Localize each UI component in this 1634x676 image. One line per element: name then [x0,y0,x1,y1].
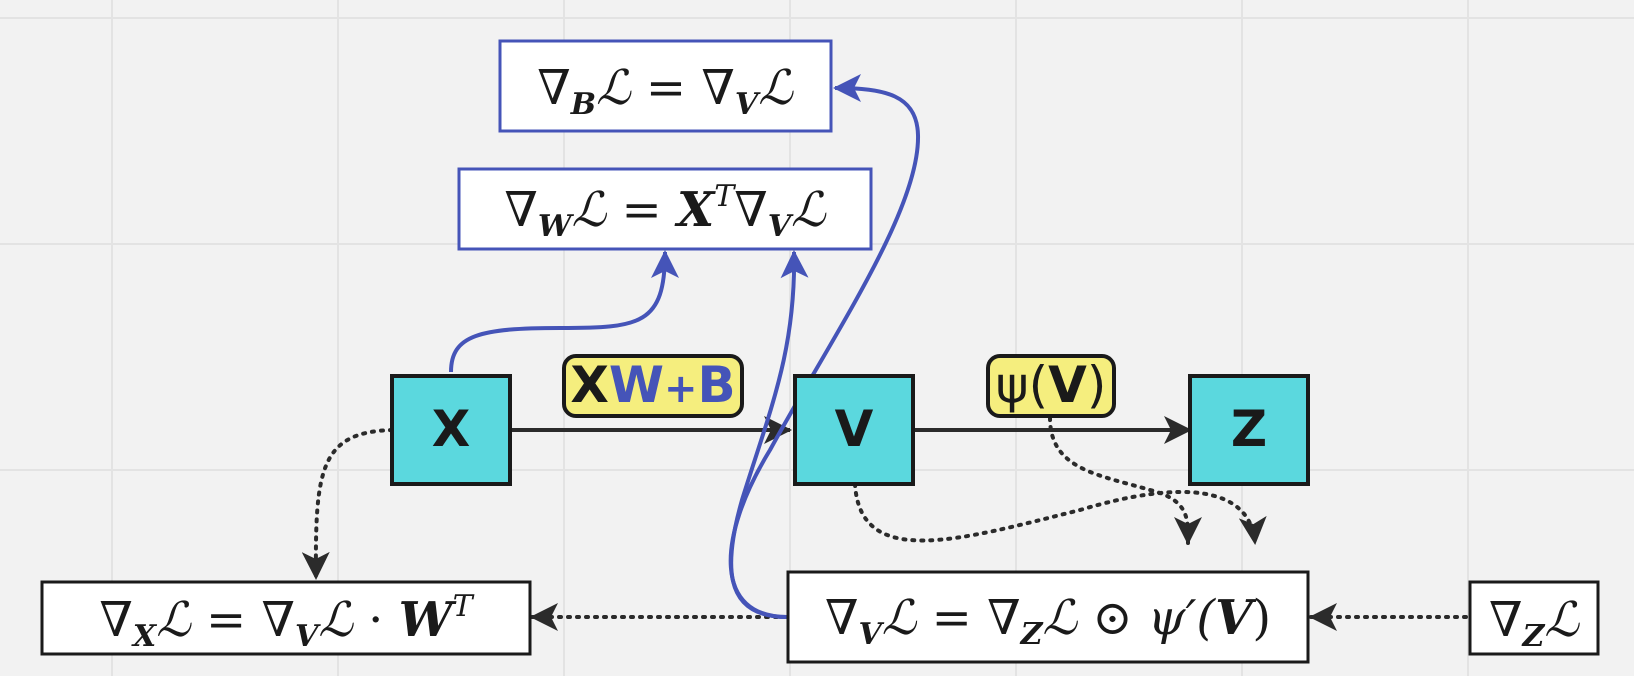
equation-grad-w: ∇Wℒ = XT∇Vℒ [457,167,873,251]
svg-text:∇Vℒ = ∇Zℒ ⊙ ψ′(V): ∇Vℒ = ∇Zℒ ⊙ ψ′(V) [825,590,1271,652]
edge-label-psi: ψ(V) [986,354,1116,418]
label-plus: + [664,366,698,412]
label-w: W [609,356,664,414]
svg-text:∇Wℒ = XT∇Vℒ: ∇Wℒ = XT∇Vℒ [504,179,827,244]
edge-v-to-grad-v [853,482,1267,545]
edge-x-to-grad-w [449,250,679,373]
equation-grad-b: ∇Bℒ = ∇Vℒ [498,39,833,133]
label-b: B [698,356,736,414]
edge-psi-to-grad-v [1048,416,1203,545]
svg-text:ψ(V): ψ(V) [996,356,1107,414]
node-x[interactable]: X [390,374,512,486]
node-z[interactable]: Z [1188,374,1310,486]
equation-grad-v: ∇Vℒ = ∇Zℒ ⊙ ψ′(V) [786,570,1310,664]
node-x-label: X [432,400,471,458]
equation-grad-z: ∇Zℒ [1468,580,1600,656]
edge-x-to-grad-x [301,428,394,580]
svg-text:∇Zℒ: ∇Zℒ [1489,592,1580,654]
label-psi-v: V [1048,356,1087,414]
node-v[interactable]: V [793,374,915,486]
edge-grad-v-to-grad-b [728,74,921,619]
node-v-label: V [835,400,874,458]
node-z-label: Z [1231,400,1267,458]
edge-grad-v-to-grad-w [729,250,809,619]
label-psi-close: ) [1087,356,1107,414]
label-x: X [570,356,609,414]
svg-text:XW+B: XW+B [570,356,735,414]
svg-text:∇Xℒ = ∇Vℒ · WT: ∇Xℒ = ∇Vℒ · WT [99,589,474,654]
edge-label-xwb: XW+B [562,354,744,418]
svg-text:∇Bℒ = ∇Vℒ: ∇Bℒ = ∇Vℒ [537,60,794,122]
label-psi: ψ( [996,356,1049,414]
equation-grad-x: ∇Xℒ = ∇Vℒ · WT [40,580,532,656]
